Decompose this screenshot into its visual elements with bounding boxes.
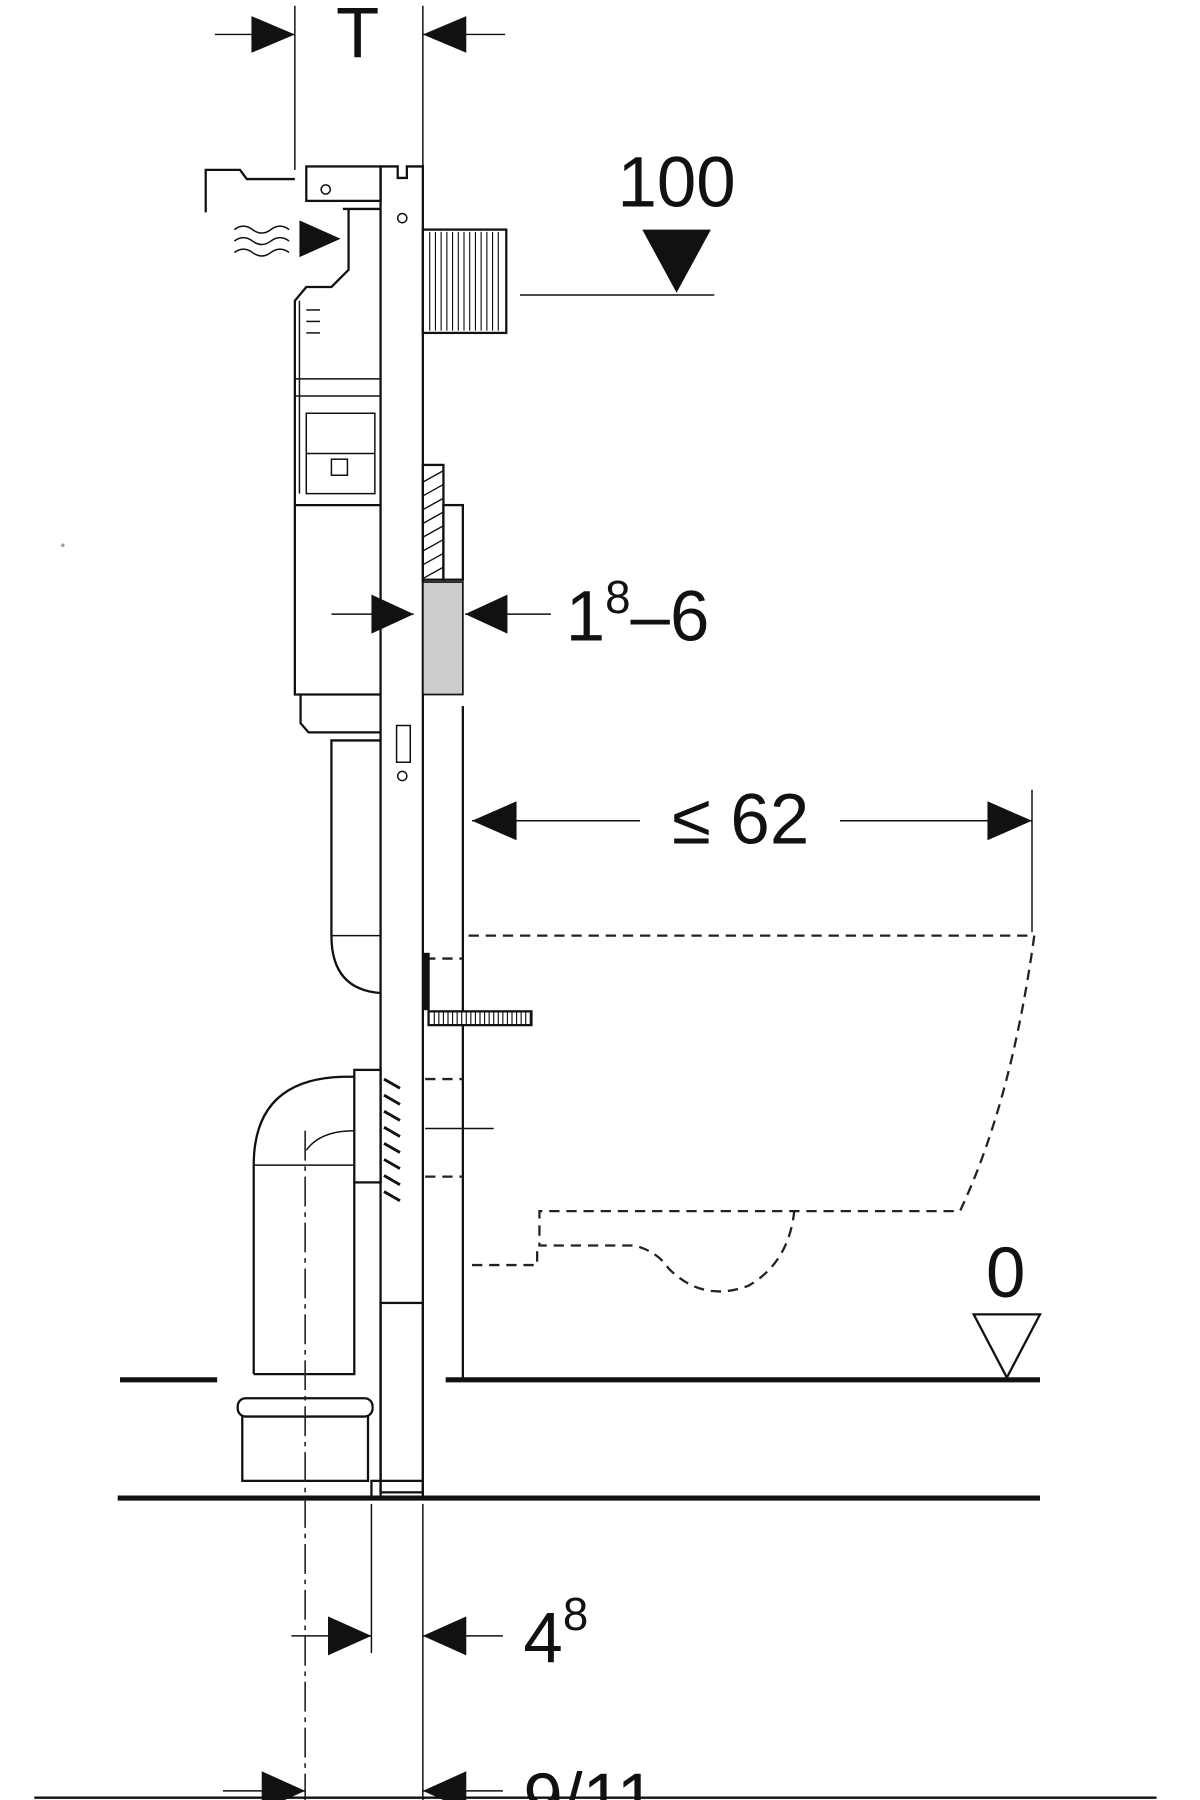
label-wall-thickness: 18–6 (566, 572, 710, 657)
floor-level-marker: 0 (971, 1234, 1042, 1381)
water-inlet (204, 165, 382, 258)
wall-build-up (421, 463, 464, 1380)
hatch-line (383, 1093, 401, 1106)
hatch-line (383, 1126, 401, 1138)
wc-bowl-outline (422, 934, 1036, 1293)
dimension-arrow-icon (422, 16, 467, 53)
hatch-line (383, 1077, 401, 1090)
hatch-line (422, 470, 444, 483)
hatch-line (422, 497, 444, 511)
hatch-line (383, 1158, 401, 1170)
label-drain-axis: 9/11 (523, 1760, 656, 1800)
label-floor-level: 0 (986, 1234, 1025, 1313)
hatch-line (422, 511, 444, 525)
dimension-arrow-icon (422, 1771, 467, 1800)
dimension-flush-height: 100 (520, 143, 736, 296)
dimension-bowl-projection: ≤ 62 (472, 781, 1033, 933)
hatch-line (422, 525, 444, 538)
drain-bend (252, 1068, 401, 1376)
hatch-line (422, 552, 444, 566)
label-drain-offset: 48 (523, 1589, 588, 1678)
dimension-arrow-icon (472, 801, 517, 841)
hatch-line (422, 483, 444, 497)
dimension-arrow-icon (422, 1616, 467, 1656)
fixing-bolt (427, 1010, 533, 1027)
water-inlet-icon (233, 220, 341, 258)
hatch-line (383, 1109, 401, 1122)
hatch-line (383, 1190, 401, 1203)
dimension-drain-offset: 48 (291, 1589, 588, 1678)
dimension-wall-thickness: 18–6 (331, 572, 709, 657)
dimension-arrow-icon (261, 1771, 306, 1800)
hatch-line (383, 1174, 401, 1186)
dimension-t: T (214, 0, 506, 170)
level-marker-hollow-icon (971, 1313, 1042, 1381)
hatch-line (383, 1142, 401, 1154)
label-projection: ≤ 62 (672, 781, 809, 860)
dimension-arrow-icon (251, 16, 295, 53)
dimension-arrow-icon (987, 801, 1032, 841)
label-100: 100 (617, 143, 735, 222)
hatch-line (422, 566, 444, 580)
dimension-arrow-icon (328, 1616, 372, 1656)
hatch-line (422, 538, 444, 552)
cistern (293, 207, 381, 734)
level-marker-filled-icon (642, 229, 711, 293)
dimension-drain-axis: 9/11 (222, 1760, 656, 1800)
dimension-arrow-icon (371, 594, 414, 634)
dimension-arrow-icon (465, 594, 508, 634)
flush-plate (421, 228, 508, 335)
flush-pipe (330, 739, 381, 995)
label-t: T (336, 0, 379, 73)
frame-rail (370, 165, 424, 1500)
speck (61, 543, 65, 548)
